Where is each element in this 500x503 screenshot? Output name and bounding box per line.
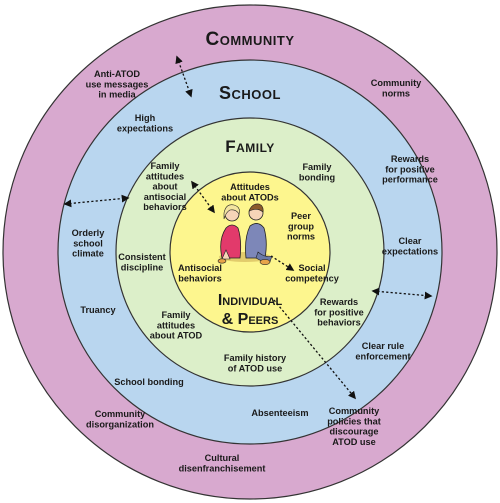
label-line: attitudes (146, 171, 184, 181)
label-line: Absenteeism (251, 408, 308, 418)
label-line: behaviors (178, 273, 221, 283)
label-line: for positive (314, 307, 364, 317)
label-line: policies that (327, 416, 381, 426)
label-line: use messages (86, 79, 149, 89)
label-line: Attitudes (230, 182, 270, 192)
label-truancy: Truancy (80, 305, 116, 315)
arrow-family-attitudes-to-core (191, 180, 215, 214)
label-line: School bonding (114, 377, 183, 387)
school-title: School (219, 83, 281, 103)
label-line: Clear rule (362, 341, 404, 351)
label-line: behaviors (317, 318, 360, 328)
label-line: norms (287, 232, 315, 242)
label-line: climate (72, 249, 104, 259)
label-line: Clear (399, 236, 422, 246)
label-line: Rewards (320, 297, 358, 307)
label-line: expectations (117, 123, 173, 133)
label-line: for positive (385, 164, 435, 174)
arrow-core-to-policies (273, 299, 356, 400)
label-line: group (288, 221, 314, 231)
label-line: Family (302, 162, 332, 172)
label-line: Truancy (80, 305, 116, 315)
label-line: Antisocial (178, 263, 222, 273)
family-title: Family (225, 137, 275, 156)
label-line: Family history (224, 353, 287, 363)
label-line: antisocial (144, 192, 186, 202)
core-title-line1: Individual (218, 292, 283, 309)
label-line: Community (371, 78, 422, 88)
label-line: Community (329, 406, 380, 416)
label-line: bonding (299, 172, 335, 182)
label-line: disorganization (86, 419, 154, 429)
arrow-rewards-to-community (371, 287, 433, 300)
label-line: Consistent (118, 252, 165, 262)
label-line: norms (382, 88, 410, 98)
community-title: Community (206, 29, 295, 50)
label-line: about (152, 182, 177, 192)
label-line: Peer (291, 211, 311, 221)
label-line: discipline (121, 262, 163, 272)
label-line: Rewards (391, 154, 429, 164)
core-title-line2: & Peers (222, 311, 279, 328)
arrow-orderly-to-family (63, 194, 130, 208)
label-line: competency (285, 273, 340, 283)
label-line: Anti-ATOD (94, 69, 140, 79)
label-line: school (73, 238, 103, 248)
label-line: expectations (382, 246, 438, 256)
label-school-bonding: School bonding (114, 377, 183, 387)
label-line: attitudes (157, 320, 195, 330)
label-line: Community (95, 409, 146, 419)
label-line: Family (150, 161, 180, 171)
label-line: Orderly (72, 228, 106, 238)
label-line: enforcement (355, 351, 410, 361)
label-line: discourage (329, 427, 378, 437)
label-line: Family (161, 310, 191, 320)
label-line: behaviors (143, 202, 186, 212)
label-line: disenfranchisement (179, 463, 266, 473)
label-line: ATOD use (332, 437, 376, 447)
label-line: of ATOD use (228, 363, 282, 373)
label-line: Social (298, 263, 325, 273)
label-line: about ATODs (221, 192, 279, 202)
label-line: in media (98, 90, 136, 100)
label-line: High (135, 113, 156, 123)
children-illustration-icon (217, 203, 273, 265)
label-absenteeism: Absenteeism (251, 408, 308, 418)
label-line: performance (382, 175, 438, 185)
label-line: about ATOD (150, 331, 203, 341)
label-line: Cultural (205, 453, 240, 463)
